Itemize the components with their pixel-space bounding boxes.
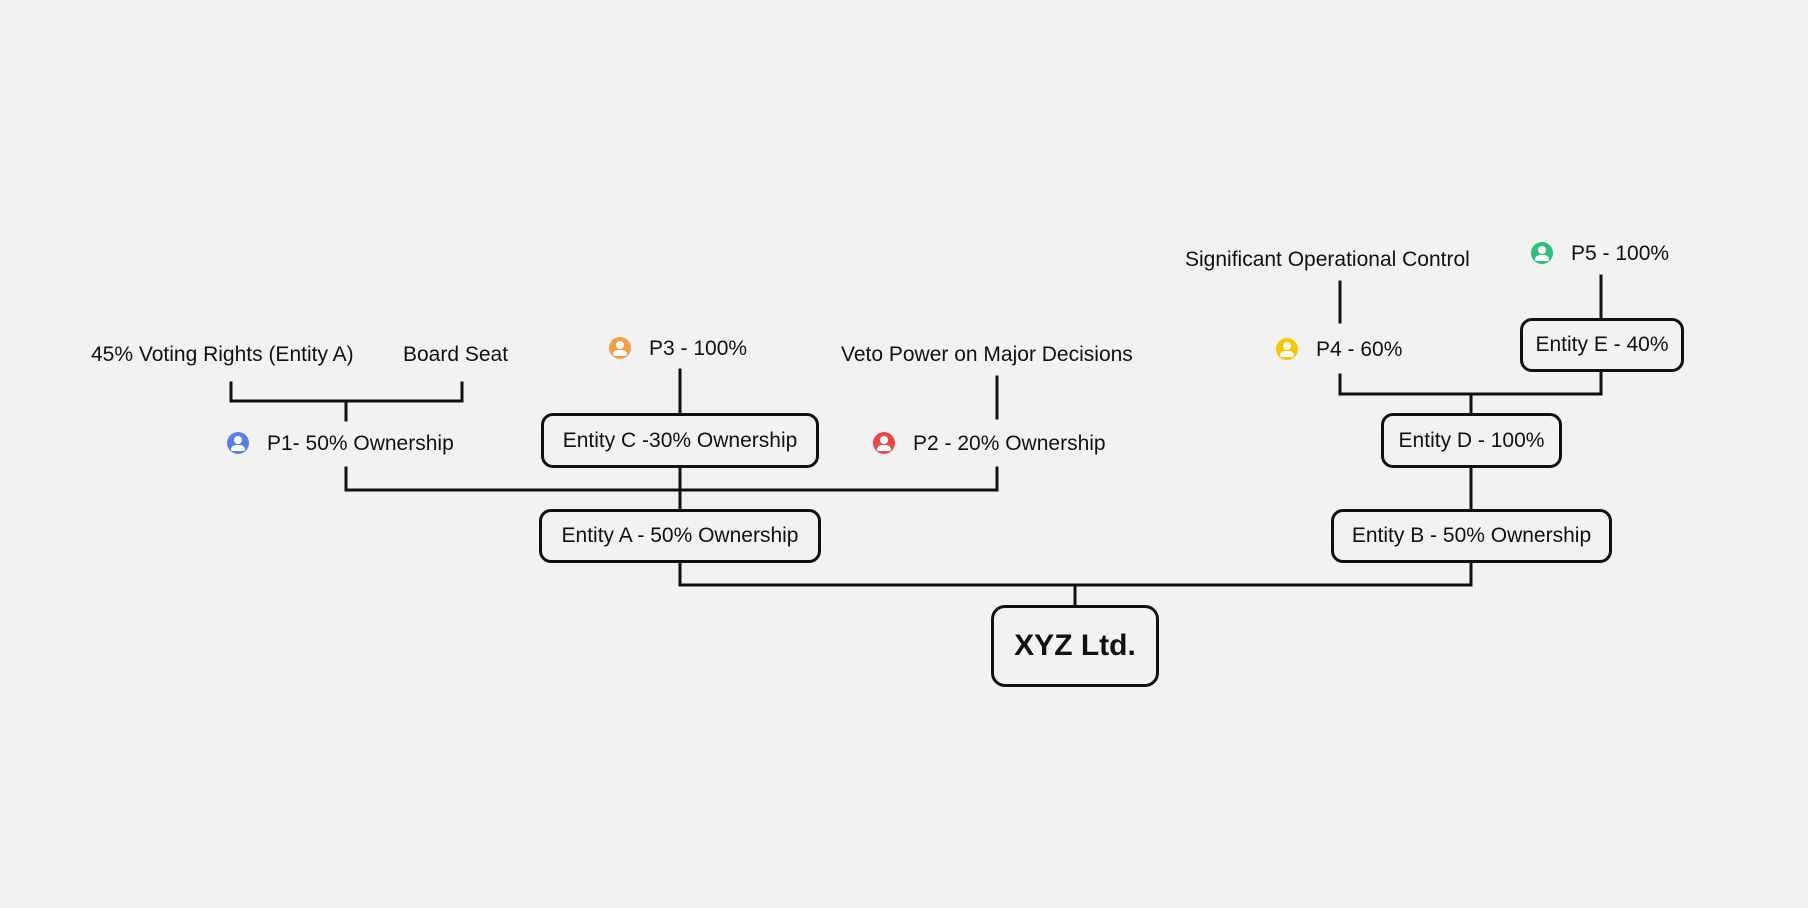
user-icon (609, 337, 631, 359)
connector-entity-a (344, 466, 999, 513)
connector-p1-rights (229, 381, 464, 422)
entity-d-node[interactable]: Entity D - 100% (1381, 413, 1562, 468)
root-company-label: XYZ Ltd. (1014, 629, 1136, 662)
user-icon (227, 432, 249, 454)
person-p4-label: P4 - 60% (1316, 337, 1403, 361)
entity-e-node[interactable]: Entity E - 40% (1520, 318, 1684, 372)
entity-b-label: Entity B - 50% Ownership (1351, 524, 1592, 547)
person-p3-label: P3 - 100% (649, 336, 748, 360)
connector-root (678, 562, 1473, 607)
entity-e-label: Entity E - 40% (1535, 333, 1669, 356)
p1-voting-rights-label: 45% Voting Rights (Entity A) (91, 343, 354, 366)
entity-c-label: Entity C -30% Ownership (562, 428, 798, 452)
entity-b-node[interactable]: Entity B - 50% Ownership (1331, 509, 1612, 563)
p4-operational-control-label: Significant Operational Control (1185, 248, 1470, 271)
person-p1-label: P1- 50% Ownership (267, 431, 454, 455)
person-p1[interactable]: P1- 50% Ownership (227, 432, 454, 454)
root-company-node[interactable]: XYZ Ltd. (991, 605, 1159, 687)
user-icon (1531, 242, 1553, 264)
person-p3[interactable]: P3 - 100% (609, 337, 747, 359)
entity-d-label: Entity D - 100% (1398, 428, 1545, 452)
user-icon (1276, 338, 1298, 360)
person-p4[interactable]: P4 - 60% (1276, 338, 1402, 360)
p2-veto-power-label: Veto Power on Major Decisions (841, 343, 1133, 366)
connector-entity-d-parents (1338, 370, 1603, 416)
person-p5-label: P5 - 100% (1571, 241, 1670, 265)
entity-a-node[interactable]: Entity A - 50% Ownership (539, 509, 821, 563)
person-p2-label: P2 - 20% Ownership (913, 431, 1106, 455)
person-p2[interactable]: P2 - 20% Ownership (873, 432, 1106, 454)
user-icon (873, 432, 895, 454)
p1-board-seat-label: Board Seat (403, 343, 509, 366)
entity-c-node[interactable]: Entity C -30% Ownership (541, 413, 819, 468)
person-p5[interactable]: P5 - 100% (1531, 242, 1669, 264)
entity-a-label: Entity A - 50% Ownership (561, 524, 799, 547)
